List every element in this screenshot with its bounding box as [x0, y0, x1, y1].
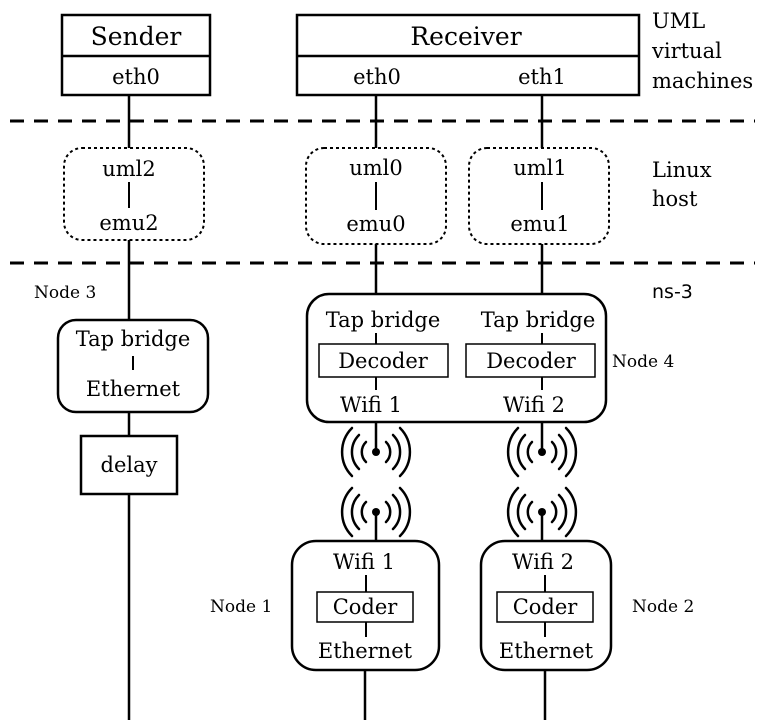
node4-decoder-right: Decoder — [486, 349, 577, 373]
host-box-left: uml2 emu2 — [63, 147, 205, 241]
host-emu2: emu2 — [99, 211, 158, 235]
receiver-eth0: eth0 — [353, 65, 401, 89]
host-box-mid: uml0 emu0 — [305, 147, 447, 245]
layer-label-linux: Linux — [652, 158, 712, 182]
host-emu0: emu0 — [346, 212, 405, 236]
layer-label-uml: UML — [652, 9, 705, 33]
receiver-eth1: eth1 — [518, 65, 566, 89]
node4-tap-bridge-left: Tap bridge — [326, 308, 441, 332]
antenna-icon — [506, 426, 578, 478]
host-uml0: uml0 — [349, 156, 403, 180]
node1-box: Wifi 1 Coder Ethernet — [290, 539, 441, 672]
node4-wifi1: Wifi 1 — [340, 393, 402, 417]
delay-label: delay — [101, 453, 158, 477]
layer-label-machines: machines — [652, 69, 753, 93]
antenna-icon — [340, 426, 412, 478]
connection-lines — [127, 95, 547, 720]
layer-label-host: host — [652, 187, 698, 211]
antenna-icon — [340, 486, 412, 538]
node1-label: Node 1 — [210, 597, 272, 617]
node1-coder: Coder — [333, 595, 399, 619]
delay-box: delay — [79, 434, 179, 496]
node4-wifi2: Wifi 2 — [503, 393, 565, 417]
sender-eth0: eth0 — [112, 65, 160, 89]
node2-coder: Coder — [513, 595, 579, 619]
sender-title: Sender — [91, 22, 182, 51]
node2-ethernet: Ethernet — [499, 639, 594, 663]
node4-label: Node 4 — [612, 352, 674, 372]
node1-wifi1: Wifi 1 — [333, 550, 395, 574]
node4-tap-bridge-right: Tap bridge — [481, 308, 596, 332]
sender-vm: Sender eth0 — [60, 13, 212, 97]
node2-label: Node 2 — [632, 597, 694, 617]
node2-box: Wifi 2 Coder Ethernet — [479, 539, 613, 672]
receiver-vm: Receiver eth0 eth1 — [295, 13, 641, 97]
node3-label: Node 3 — [34, 283, 96, 303]
layer-label-ns3: ns-3 — [652, 281, 693, 303]
receiver-title: Receiver — [410, 22, 521, 51]
node3-ethernet: Ethernet — [86, 377, 181, 401]
antenna-icon — [506, 486, 578, 538]
host-uml1: uml1 — [513, 156, 567, 180]
host-box-right: uml1 emu1 — [468, 147, 610, 245]
host-emu1: emu1 — [510, 212, 569, 236]
host-uml2: uml2 — [102, 157, 156, 181]
node1-ethernet: Ethernet — [318, 639, 413, 663]
layer-label-virtual: virtual — [651, 39, 722, 63]
node3-box: Tap bridge Ethernet — [56, 318, 210, 414]
node4-box: Tap bridge Tap bridge Decoder Decoder Wi… — [305, 292, 608, 424]
node4-decoder-left: Decoder — [338, 349, 429, 373]
node2-wifi2: Wifi 2 — [512, 550, 574, 574]
node3-tap-bridge: Tap bridge — [76, 327, 191, 351]
